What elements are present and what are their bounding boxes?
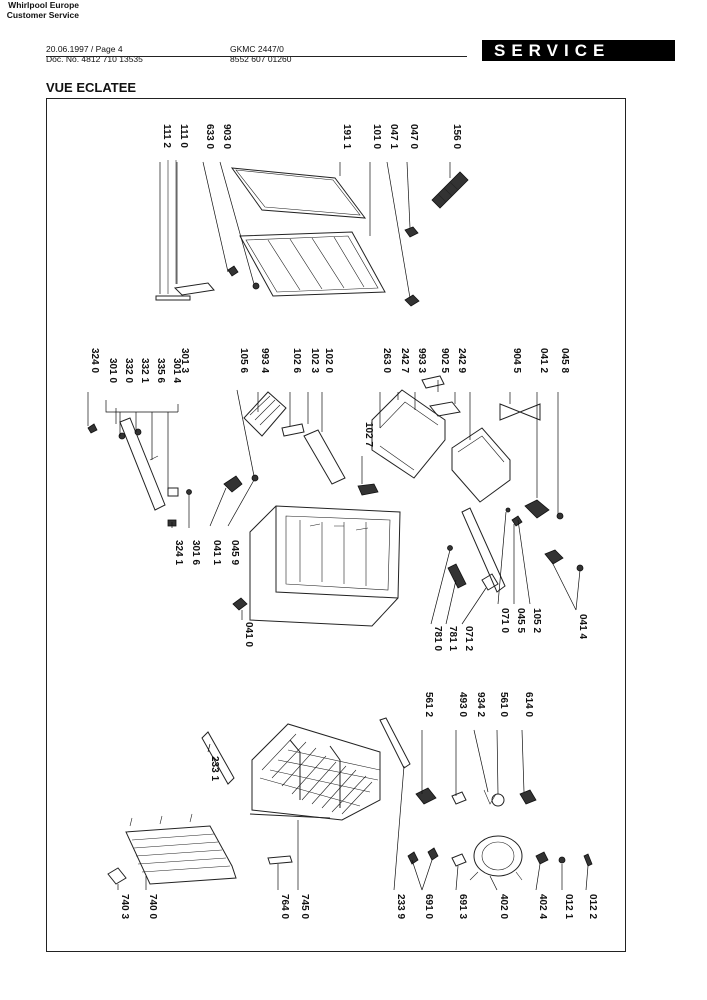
- part-number: 781 0: [432, 626, 443, 651]
- model-name: GKMC 2447/0: [230, 44, 284, 54]
- wire-shelves: [249, 723, 381, 821]
- filter-drier: [267, 855, 293, 865]
- part-number: 045 8: [559, 348, 570, 373]
- shelf-parts: [281, 423, 379, 496]
- part-number: 012 1: [563, 894, 574, 919]
- part-number: 301 4: [171, 358, 182, 383]
- part-number: 156 0: [451, 124, 462, 149]
- part-number: 242 9: [456, 348, 467, 373]
- part-number: 041 4: [577, 614, 588, 639]
- part-number: 402 0: [498, 894, 509, 919]
- part-number: 041 0: [243, 622, 254, 647]
- drawer-upper: [371, 375, 461, 479]
- part-number: 012 2: [587, 894, 598, 919]
- part-number: 191 1: [341, 124, 352, 149]
- part-number: 105 2: [531, 608, 542, 633]
- part-number: 561 2: [423, 692, 434, 717]
- shelf-rod: [379, 717, 411, 769]
- part-number: 102 6: [291, 348, 302, 373]
- model-info: GKMC 2447/0 8552 607 01260: [230, 44, 291, 64]
- header-rule: [46, 56, 467, 57]
- part-number: 041 1: [211, 540, 222, 565]
- part-number: 904 5: [511, 348, 522, 373]
- doc-info: 20.06.1997 / Page 4 Doc. No. 4812 710 13…: [46, 44, 143, 64]
- part-number: 332 0: [123, 358, 134, 383]
- part-number: 781 1: [447, 626, 458, 651]
- part-number: 102 0: [323, 348, 334, 373]
- part-number: 233 9: [395, 894, 406, 919]
- cabinet-body: [249, 505, 401, 627]
- part-number: 111 2: [161, 124, 172, 148]
- company-name: Whirlpool Europe: [8, 0, 79, 10]
- part-number: 335 6: [155, 358, 166, 383]
- part-number: 071 0: [499, 608, 510, 633]
- part-number: 263 0: [381, 348, 392, 373]
- part-number: 740 0: [147, 894, 158, 919]
- part-number: 993 4: [259, 348, 270, 373]
- part-number-labels: 111 2 111 0 633 0 903 0 191 1 101 0 047 …: [89, 124, 598, 919]
- part-number: 242 7: [399, 348, 410, 373]
- section-title: VUE ECLATEE: [46, 80, 137, 95]
- service-banner: SERVICE: [482, 40, 675, 61]
- part-number: 041 2: [538, 348, 549, 373]
- part-number: 493 0: [457, 692, 468, 717]
- part-number: 045 5: [515, 608, 526, 633]
- hinge-parts: [524, 499, 584, 572]
- part-number: 301 6: [190, 540, 201, 565]
- fan-blade: [499, 403, 541, 421]
- door-handle: [155, 160, 215, 301]
- part-number: 561 0: [498, 692, 509, 717]
- part-number: 633 0: [204, 124, 215, 149]
- part-number: 993 3: [416, 348, 427, 373]
- doc-number: Doc. No. 4812 710 13535: [46, 54, 143, 64]
- part-number: 105 6: [238, 348, 249, 373]
- part-number: 614 0: [523, 692, 534, 717]
- rear-bar: [201, 731, 235, 785]
- part-number: 301 0: [107, 358, 118, 383]
- part-number: 740 3: [119, 894, 130, 919]
- bottom-rail: [447, 507, 523, 593]
- part-number: 045 9: [229, 540, 240, 565]
- part-number: 324 0: [89, 348, 100, 373]
- diagram-frame: [46, 98, 626, 952]
- part-number: 402 4: [537, 894, 548, 919]
- part-number: 324 1: [173, 540, 184, 565]
- part-number: 071 2: [463, 626, 474, 651]
- part-number: 764 0: [279, 894, 290, 919]
- part-number: 691 0: [423, 894, 434, 919]
- door-panel: [239, 231, 386, 297]
- company-info: Whirlpool Europe Customer Service: [0, 0, 79, 20]
- part-number: 102 3: [309, 348, 320, 373]
- part-number: 301 3: [179, 348, 190, 373]
- condenser: [125, 813, 237, 885]
- part-number: 101 0: [371, 124, 382, 149]
- part-number: 903 0: [221, 124, 232, 149]
- electrical-parts: [407, 787, 593, 867]
- model-code: 8552 607 01260: [230, 54, 292, 64]
- department: Customer Service: [6, 10, 79, 20]
- date-page: 20.06.1997 / Page 4: [46, 44, 123, 54]
- condenser-cap: [107, 867, 127, 885]
- part-number: 102 7: [363, 422, 374, 447]
- part-number: 934 2: [475, 692, 486, 717]
- door-small-parts: [227, 226, 420, 307]
- part-number: 047 0: [408, 124, 419, 149]
- part-number: 902 5: [439, 348, 450, 373]
- compressor: [469, 835, 523, 881]
- part-number: 332 1: [139, 358, 150, 383]
- part-number: 691 3: [457, 894, 468, 919]
- leader-lines: [87, 161, 589, 891]
- drawer-lower: [451, 427, 511, 503]
- evaporator-plate: [243, 391, 287, 437]
- ice-tray: [431, 171, 469, 209]
- lamp-parts: [223, 474, 259, 611]
- door-gasket: [230, 167, 367, 219]
- part-number: 047 1: [388, 124, 399, 149]
- thermostat-rail: [87, 417, 192, 527]
- part-number: 233 1: [209, 756, 220, 781]
- part-number: 745 0: [299, 894, 310, 919]
- part-number: 111 0: [178, 124, 189, 148]
